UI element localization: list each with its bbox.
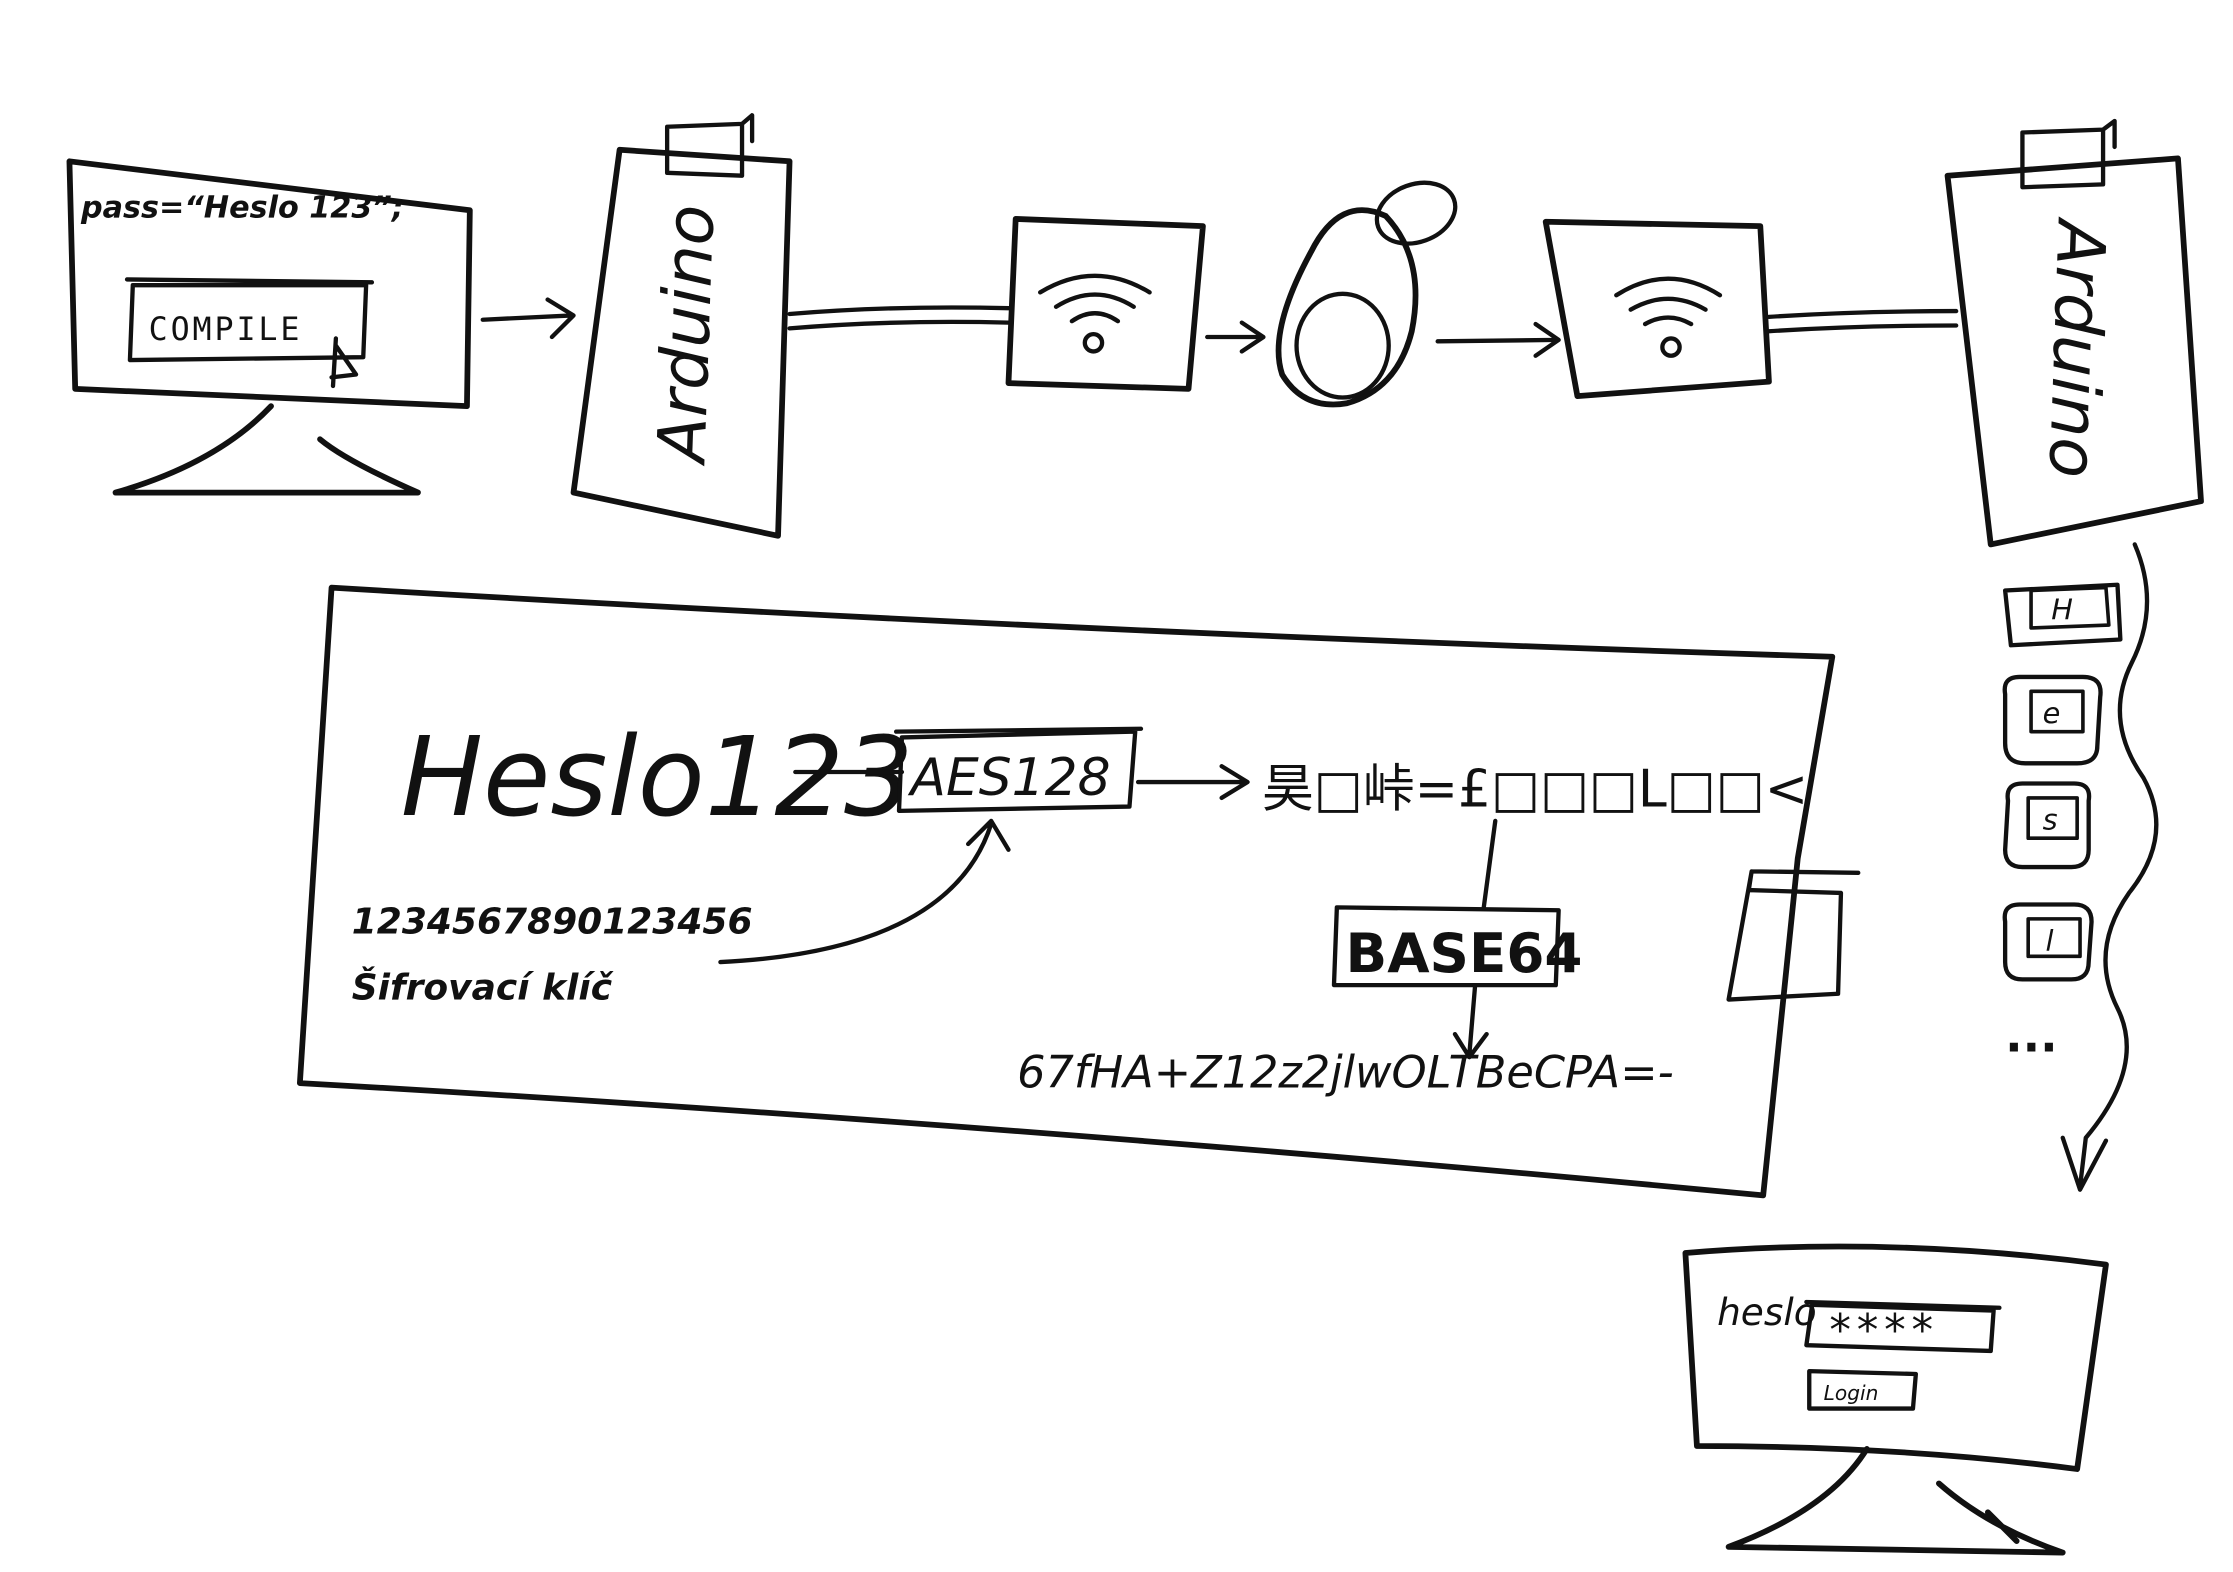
arrow-ciphertext-to-base64 bbox=[1481, 818, 1498, 910]
encryption-box-usb-plug bbox=[1726, 869, 1861, 1002]
key-label-e: e bbox=[2043, 696, 2061, 730]
compile-button[interactable]: COMPILE bbox=[149, 312, 303, 348]
password-field[interactable]: **** bbox=[1829, 1306, 1938, 1356]
rfid-key-fob-icon bbox=[1275, 180, 1458, 408]
cable-arduino-to-writer bbox=[787, 305, 1011, 331]
wireless-signal-icon bbox=[1614, 276, 1723, 358]
arrow-aes-to-ciphertext bbox=[1135, 764, 1250, 801]
source-code-line: pass=“Heslo 123”; bbox=[80, 190, 404, 225]
login-button-frame bbox=[1807, 1368, 1919, 1411]
source-monitor-frame bbox=[66, 158, 473, 410]
rfid-writer bbox=[1005, 216, 1206, 392]
base64-box bbox=[1331, 905, 1561, 988]
password-field-box bbox=[1804, 1299, 2002, 1354]
target-monitor-stand bbox=[1725, 1446, 2066, 1556]
arrow-key-to-aes bbox=[718, 818, 1011, 965]
key-cap-l: l bbox=[2002, 902, 2094, 982]
mouse-cursor-icon bbox=[329, 336, 359, 389]
arrow-tag-to-reader bbox=[1435, 321, 1561, 358]
key-digits: 1234567890123456 bbox=[352, 901, 753, 942]
key-cap-s: s bbox=[2002, 781, 2092, 870]
key-label-l: l bbox=[2045, 924, 2053, 958]
arduino-left-board bbox=[570, 146, 793, 539]
encryption-process-box: Heslo123 AES128 昊□峠=£□□□L□□< 12345678901… bbox=[296, 584, 1861, 1199]
arduino-right-label: Arduino bbox=[2034, 215, 2120, 479]
arrow-base64-to-result bbox=[1452, 982, 1489, 1060]
source-monitor-stand bbox=[112, 403, 421, 496]
encryption-box-frame bbox=[296, 584, 1836, 1199]
arrow-pc-to-arduino bbox=[480, 297, 576, 340]
arrow-writer-to-tag bbox=[1205, 320, 1266, 354]
keystroke-sequence: H e s l ... bbox=[2002, 542, 2159, 1192]
plaintext-password: Heslo123 bbox=[401, 713, 914, 841]
key-cap-e: e bbox=[2002, 674, 2103, 766]
key-label-s: s bbox=[2043, 803, 2058, 837]
aes-algorithm-label: AES128 bbox=[908, 748, 1111, 808]
cable-reader-to-arduino bbox=[1766, 308, 1959, 334]
source-computer: pass=“Heslo 123”; COMPILE bbox=[66, 158, 473, 496]
key-label-h: H bbox=[2051, 592, 2073, 626]
rfid-writer-box bbox=[1005, 216, 1206, 392]
key-label: Šifrovací klíč bbox=[352, 967, 614, 1009]
arduino-left-usb-port bbox=[664, 113, 755, 178]
arduino-left-label: Arduino bbox=[643, 203, 729, 467]
target-monitor-frame bbox=[1682, 1243, 2109, 1472]
target-computer: heslo **** Login bbox=[1682, 1243, 2109, 1556]
rfid-reader bbox=[1542, 218, 1772, 399]
wireless-signal-icon bbox=[1038, 273, 1152, 354]
arduino-right: Arduino bbox=[1944, 118, 2204, 548]
aes-box bbox=[893, 726, 1144, 814]
ciphertext-garbled: 昊□峠=£□□□L□□< bbox=[1262, 760, 1808, 820]
rfid-reader-box bbox=[1542, 218, 1772, 399]
keystroke-ellipsis: ... bbox=[2005, 1008, 2058, 1062]
arduino-right-usb-port bbox=[2020, 118, 2117, 190]
encoded-result: 67fHA+Z12z2jlwOLTBeCPA=- bbox=[1017, 1046, 1674, 1098]
arduino-left: Arduino bbox=[570, 113, 793, 539]
base64-encoding-label: BASE64 bbox=[1346, 921, 1583, 985]
login-button[interactable]: Login bbox=[1824, 1381, 1879, 1405]
key-cap-h: H bbox=[2002, 582, 2123, 648]
keystroke-wavy-arrow bbox=[2060, 542, 2159, 1192]
compile-button-frame bbox=[124, 277, 375, 363]
password-field-label: heslo bbox=[1717, 1290, 1817, 1334]
